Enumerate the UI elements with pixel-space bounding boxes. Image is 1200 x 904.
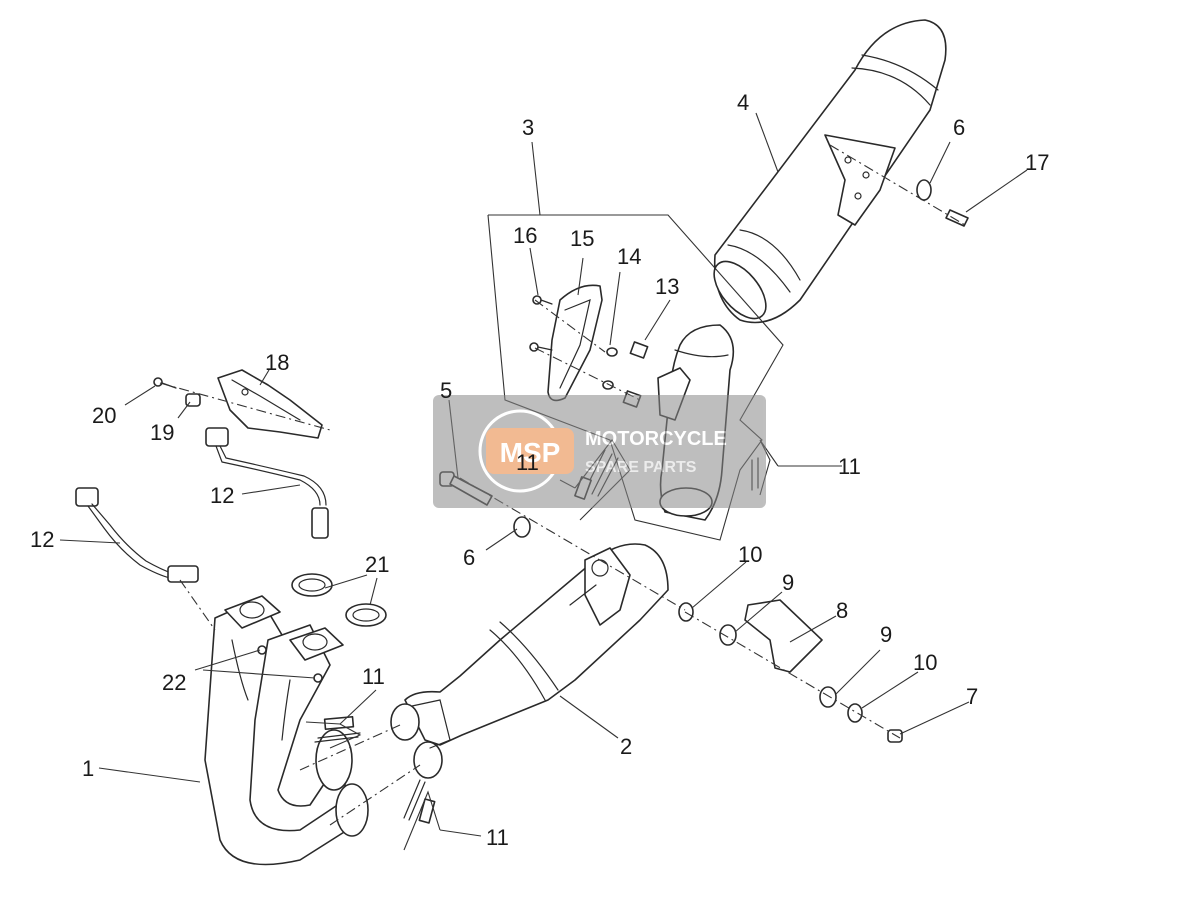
callout-18: 18	[265, 350, 289, 375]
part-12-sensor-lower	[75, 487, 199, 583]
part-6-washer-upper	[916, 179, 932, 201]
part-9-grommet-a	[719, 624, 737, 646]
callout-3: 3	[522, 115, 534, 140]
callout-11-b: 11	[516, 450, 539, 475]
callout-16: 16	[513, 223, 537, 248]
watermark: MSP MOTORCYCLE SPARE PARTS	[433, 395, 766, 508]
part-1-header-pipes	[204, 595, 369, 866]
callout-5: 5	[440, 378, 452, 403]
watermark-line2: SPARE PARTS	[585, 459, 697, 476]
callout-20: 20	[92, 403, 116, 428]
callout-7: 7	[966, 684, 978, 709]
part-17-screw	[945, 209, 969, 227]
callout-6-lower: 6	[463, 545, 475, 570]
callout-11-c: 11	[362, 664, 385, 689]
callout-12-b: 12	[30, 527, 54, 552]
callout-labels: 1 2 3 4 5 6 6 7 8 9 9 10 10 11 11 11 11 …	[30, 90, 1049, 850]
callout-10-b: 10	[913, 650, 937, 675]
part-4-silencer	[713, 19, 947, 324]
callout-21: 21	[365, 552, 389, 577]
callout-10-a: 10	[738, 542, 762, 567]
part-6-washer-lower	[513, 516, 531, 538]
callout-15: 15	[570, 226, 594, 251]
watermark-line1: MOTORCYCLE	[585, 428, 727, 450]
callout-6-upper: 6	[953, 115, 965, 140]
callout-14: 14	[617, 244, 641, 269]
part-12-sensor-upper	[205, 427, 329, 539]
part-15-heat-shield	[547, 284, 603, 402]
part-14-washers	[602, 347, 618, 390]
callout-8: 8	[836, 598, 848, 623]
callout-13: 13	[655, 274, 679, 299]
callout-9-b: 9	[880, 622, 892, 647]
callout-2: 2	[620, 734, 632, 759]
part-18-bracket	[217, 369, 323, 439]
part-8-bracket	[744, 599, 823, 673]
part-10-spacer-b	[847, 703, 863, 723]
callout-12-a: 12	[210, 483, 234, 508]
part-21-gaskets	[291, 573, 387, 627]
callout-11-d: 11	[486, 825, 509, 850]
callout-1: 1	[82, 756, 94, 781]
callout-9-a: 9	[782, 570, 794, 595]
callout-22: 22	[162, 670, 186, 695]
callout-17: 17	[1025, 150, 1049, 175]
callout-19: 19	[150, 420, 174, 445]
watermark-logo-text: MSP	[500, 437, 561, 468]
callout-4: 4	[737, 90, 749, 115]
watermark-logo-badge	[486, 428, 574, 474]
part-2-collector	[390, 543, 669, 779]
callout-11-a: 11	[838, 454, 861, 479]
part-9-grommet-b	[819, 686, 837, 708]
part-20-screw	[153, 377, 177, 389]
part-7-nut	[887, 729, 903, 743]
